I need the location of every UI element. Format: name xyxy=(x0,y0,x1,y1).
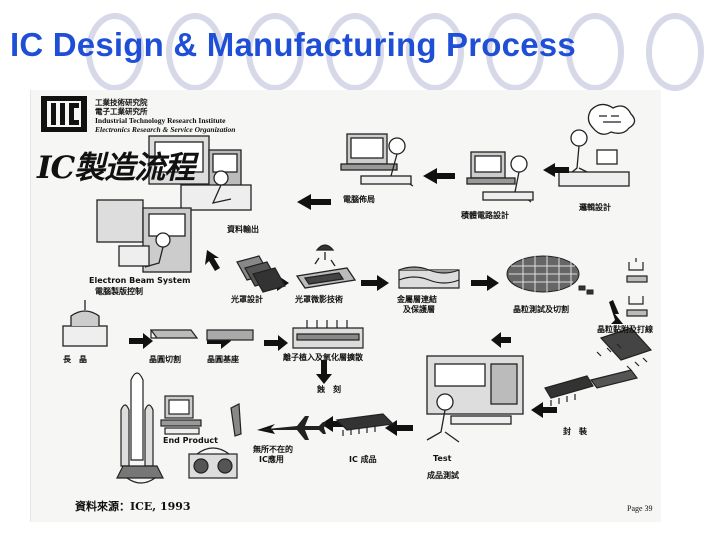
designer-system-design-icon xyxy=(558,103,636,187)
label-test-en: Test xyxy=(433,454,452,463)
label-computer-layout: 電腦佈局 xyxy=(343,195,375,204)
label-wafer-slicing: 晶圓切割 xyxy=(149,355,181,364)
label-photolithography: 光罩微影技術 xyxy=(295,295,343,304)
label-system-design: 邏輯設計 xyxy=(579,203,611,212)
page-number: Page 39 xyxy=(627,504,653,513)
organization-block: 工業技術研究院 電子工業研究所 Industrial Technology Re… xyxy=(95,98,235,134)
label-ic-everywhere-1: 無所不在的 xyxy=(253,445,293,454)
source-citation: 資料來源：ICE, 1993 xyxy=(75,500,191,513)
label-crystal-growth: 長 晶 xyxy=(63,355,87,364)
workstation-computer-layout-icon xyxy=(340,133,414,187)
label-electron-beam-zh: 電腦製版控制 xyxy=(95,287,143,296)
workstation-circuit-design-icon xyxy=(466,151,534,203)
org-name-en-2: Electronics Research & Service Organizat… xyxy=(95,125,236,134)
metal-layer-icon xyxy=(398,266,460,289)
stereo-icon xyxy=(188,447,238,479)
org-name-en-1: Industrial Technology Research Institute xyxy=(95,116,226,125)
wafer-icon xyxy=(506,255,594,295)
wafer-substrate-icon xyxy=(206,329,254,341)
wafer-slicing-icon xyxy=(149,329,199,339)
label-test-zh: 成品測試 xyxy=(427,471,459,480)
diagram-heading: IC製造流程 xyxy=(37,150,195,186)
label-end-product: End Product xyxy=(163,436,218,445)
binder-rings-decoration xyxy=(86,13,704,91)
packaged-chip-icon xyxy=(544,327,653,406)
test-station-icon xyxy=(426,355,524,443)
label-electron-beam-en: Electron Beam System xyxy=(89,276,191,285)
label-ic-product: IC 成品 xyxy=(349,455,377,464)
ic-product-icon xyxy=(335,413,395,436)
diagram-drawing xyxy=(41,96,653,484)
label-metal-layer: 金屬層連結 xyxy=(397,295,437,304)
label-data-output: 資料輸出 xyxy=(227,225,259,234)
crystal-growth-icon xyxy=(62,300,108,347)
org-name-zh-1: 工業技術研究院 xyxy=(95,98,148,107)
itri-logo-icon xyxy=(41,96,87,132)
org-name-zh-2: 電子工業研究所 xyxy=(95,107,148,116)
label-packaging: 封 裝 xyxy=(563,427,587,436)
photomask-icon xyxy=(236,255,286,293)
process-diagram: 工業技術研究院 電子工業研究所 Industrial Technology Re… xyxy=(30,90,661,522)
space-shuttle-icon xyxy=(116,372,164,484)
label-metal-layer-2: 及保護層 xyxy=(403,305,435,314)
die-attach-icon xyxy=(626,258,648,317)
label-wafer-test: 晶粒測試及切割 xyxy=(513,305,569,314)
ion-implant-icon xyxy=(292,320,364,349)
electron-beam-system-icon xyxy=(96,199,192,273)
label-mask-design: 光罩設計 xyxy=(231,295,263,304)
slide-title: IC Design & Manufacturing Process xyxy=(10,26,576,63)
label-ion-implant: 離子植入及氧化層擴散 xyxy=(283,353,363,362)
airplane-icon xyxy=(257,416,326,440)
label-circuit-design: 積體電路設計 xyxy=(461,211,509,220)
label-etching: 蝕 刻 xyxy=(317,385,341,394)
workstation-layout-icon xyxy=(148,135,252,211)
label-ic-everywhere-2: IC應用 xyxy=(259,455,284,464)
label-wire-bonding: 晶粒黏附及打線 xyxy=(597,325,653,334)
end-product-computer-icon xyxy=(160,395,242,437)
label-wafer-substrate: 晶圓基座 xyxy=(207,355,239,364)
lithography-icon xyxy=(295,244,357,289)
